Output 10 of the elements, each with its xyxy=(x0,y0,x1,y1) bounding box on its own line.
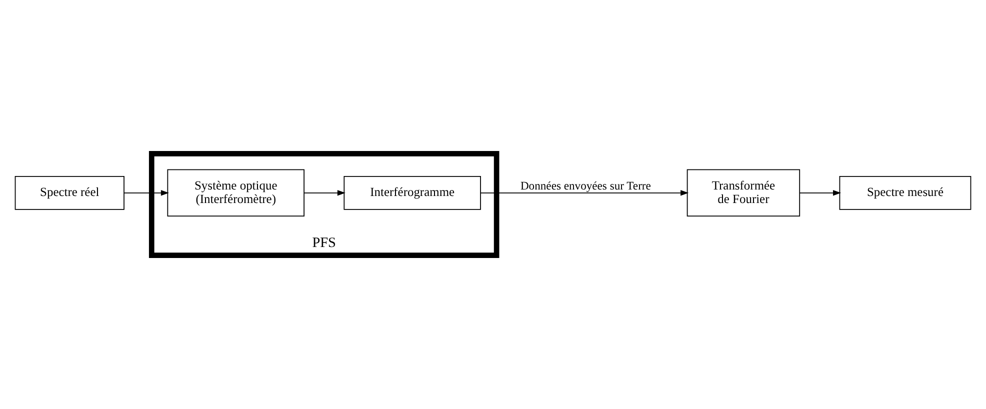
node-box: Interférogramme xyxy=(344,176,481,210)
arrow xyxy=(124,190,169,196)
node-box: Spectre mesuré xyxy=(839,176,972,210)
arrow xyxy=(799,190,842,196)
node-box: Transformée de Fourier xyxy=(686,169,800,217)
arrow xyxy=(304,190,346,196)
node-box: Spectre réel xyxy=(14,176,124,210)
edge-label: Données envoyées sur Terre xyxy=(520,180,651,193)
arrow xyxy=(480,190,689,196)
node-box: Système optique (Interféromètre) xyxy=(167,169,304,217)
